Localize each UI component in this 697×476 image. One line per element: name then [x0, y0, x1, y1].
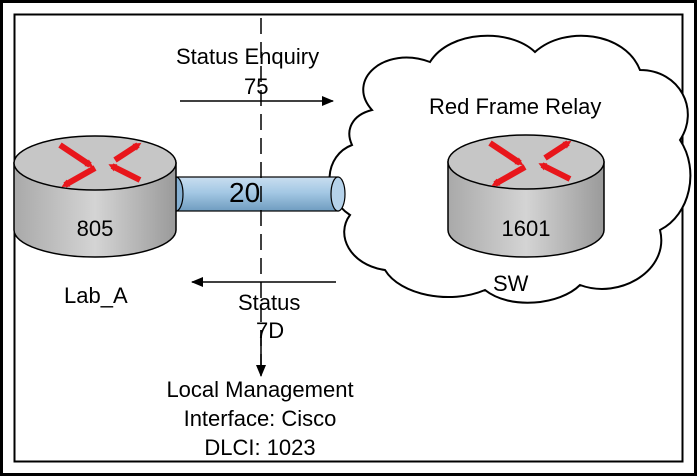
status-enquiry-code: 75 — [244, 74, 269, 99]
cloud-label: Red Frame Relay — [429, 94, 602, 119]
router-1601-icon — [447, 134, 605, 258]
lmi-line-3: DLCI: 1023 — [204, 435, 316, 460]
status-enquiry-label: Status Enquiry — [176, 44, 320, 69]
status-label: Status — [238, 290, 301, 315]
router-left-number: 805 — [76, 216, 114, 241]
router-805-icon — [13, 135, 177, 258]
lmi-line-2: Interface: Cisco — [183, 406, 337, 431]
status-code: 7D — [256, 318, 285, 343]
router-right-name: SW — [493, 271, 529, 296]
router-right-number: 1601 — [501, 216, 551, 241]
lmi-line-1: Local Management — [166, 377, 354, 402]
link-dlci-label: 20 — [229, 177, 261, 208]
inner-border — [13, 13, 684, 463]
router-left-name: Lab_A — [64, 283, 128, 308]
